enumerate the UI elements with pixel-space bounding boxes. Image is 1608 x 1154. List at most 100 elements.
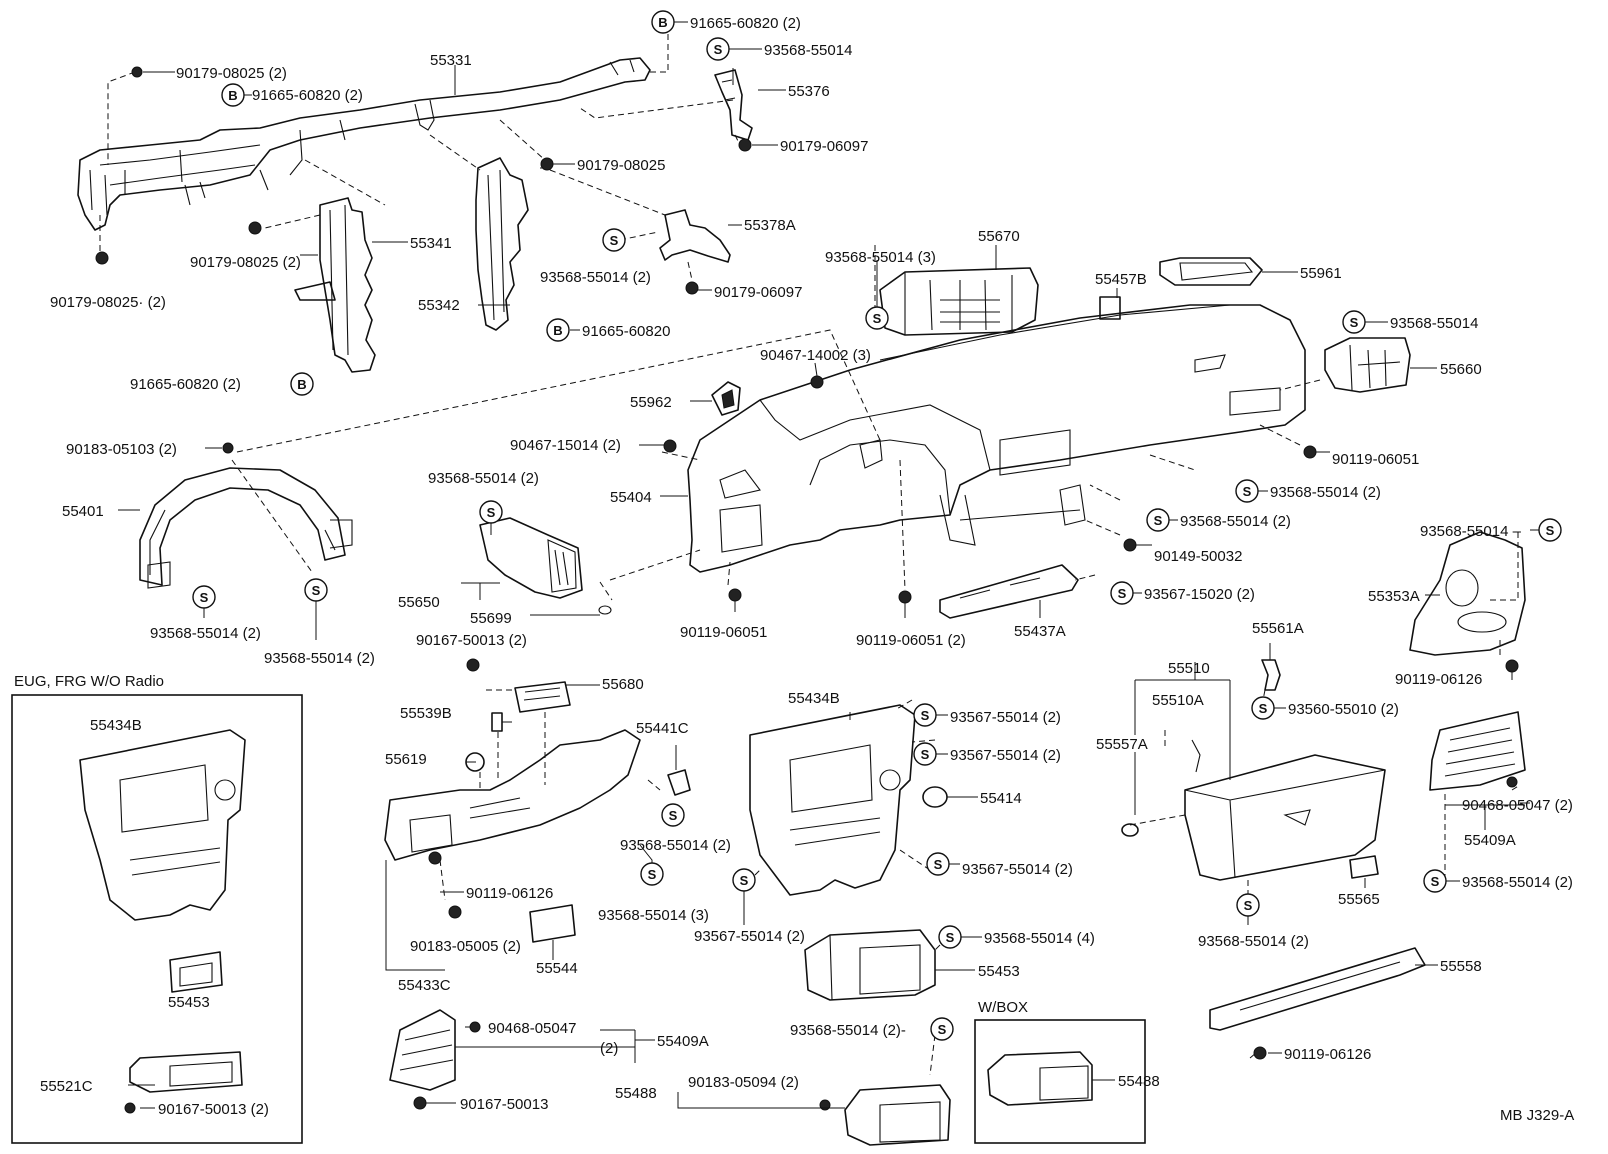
label-55961: 55961 bbox=[1300, 265, 1342, 282]
svg-text:S: S bbox=[938, 1022, 947, 1037]
label-93568-55014: 93568-55014 bbox=[764, 42, 852, 59]
label-93567-55014: 93567-55014 (2) bbox=[694, 928, 805, 945]
svg-text:S: S bbox=[921, 747, 930, 762]
bolt-symbol: B bbox=[221, 83, 245, 107]
symbol-markers: B S B S B B S S S S S S S S S S S S S S … bbox=[192, 10, 1562, 1041]
tray-55961 bbox=[1159, 257, 1263, 286]
label-93568-55014: 93568-55014 (3) bbox=[598, 907, 709, 924]
svg-text:B: B bbox=[297, 377, 306, 392]
label-90179-06097: 90179-06097 bbox=[780, 138, 868, 155]
clip-55539b bbox=[491, 712, 503, 732]
label-90467-15014: 90467-15014 (2) bbox=[510, 437, 621, 454]
label-55437a: 55437A bbox=[1014, 623, 1066, 640]
connection-lines bbox=[99, 21, 1521, 1076]
label-90119-06051: 90119-06051 bbox=[1332, 451, 1419, 468]
label-91665-60820: 91665-60820 (2) bbox=[130, 376, 241, 393]
label-90119-06126: 90119-06126 bbox=[466, 885, 553, 902]
bracket-55376 bbox=[714, 69, 753, 141]
svg-text:S: S bbox=[1244, 898, 1253, 913]
dashboard-55404 bbox=[687, 304, 1306, 573]
screw-symbol: S bbox=[479, 500, 503, 524]
label-90179-08025: 90179-08025 (2) bbox=[176, 65, 287, 82]
pocket-55453 bbox=[804, 929, 936, 1001]
label-91665-60820: 91665-60820 bbox=[582, 323, 670, 340]
svg-text:B: B bbox=[658, 15, 667, 30]
vent-55650 bbox=[479, 517, 612, 615]
screw-symbol: S bbox=[1423, 869, 1447, 893]
screw-symbol: S bbox=[1146, 508, 1170, 532]
label-55353a: 55353A bbox=[1368, 588, 1420, 605]
label-93568-55014: 93568-55014 (2) bbox=[1180, 513, 1291, 530]
label-reference-code: MB J329-A bbox=[1500, 1107, 1574, 1124]
svg-text:S: S bbox=[934, 857, 943, 872]
label-93568-55014: 93568-55014 (2) bbox=[540, 269, 651, 286]
trim-55962 bbox=[711, 381, 741, 416]
label-55453: 55453 bbox=[168, 994, 210, 1011]
label-93568-55014: 93568-55014 (2) bbox=[428, 470, 539, 487]
label-90179-08025: 90179-08025 (2) bbox=[190, 254, 301, 271]
svg-text:S: S bbox=[487, 505, 496, 520]
svg-text:B: B bbox=[553, 323, 562, 338]
card-55544 bbox=[529, 904, 576, 943]
label-55510: 55510 bbox=[1168, 660, 1210, 677]
label-90167-50013: 90167-50013 (2) bbox=[158, 1101, 269, 1118]
vent-55660 bbox=[1324, 337, 1411, 393]
fastener-icons bbox=[95, 66, 1519, 1114]
label-55660: 55660 bbox=[1440, 361, 1482, 378]
bolt-symbol: B bbox=[546, 318, 570, 342]
vent-55670 bbox=[879, 267, 1039, 336]
trim-55409a-right bbox=[1429, 711, 1526, 791]
screw-symbol: S bbox=[913, 703, 937, 727]
screw-symbol: S bbox=[1538, 518, 1562, 542]
label-93568-55014: 93568-55014 (3) bbox=[825, 249, 936, 266]
bar-55437a bbox=[939, 564, 1079, 619]
label-55544: 55544 bbox=[536, 960, 578, 977]
label-90149-50032: 90149-50032 bbox=[1154, 548, 1242, 565]
screw-symbol: S bbox=[640, 862, 664, 886]
svg-text:S: S bbox=[1118, 586, 1127, 601]
label-90183-05094: 90183-05094 (2) bbox=[688, 1074, 799, 1091]
screw-symbol: S bbox=[304, 578, 328, 602]
label-90467-14002: 90467-14002 (3) bbox=[760, 347, 871, 364]
label-55457b: 55457B bbox=[1095, 271, 1147, 288]
label-inset-title: EUG, FRG W/O Radio bbox=[14, 673, 164, 690]
label-93568-55014: 93568-55014 (4) bbox=[984, 930, 1095, 947]
label-55962: 55962 bbox=[630, 394, 672, 411]
screw-symbol: S bbox=[1110, 581, 1134, 605]
reinforcement-55331 bbox=[77, 57, 651, 231]
svg-text:S: S bbox=[1431, 874, 1440, 889]
label-90468-05047: 90468-05047 bbox=[488, 1020, 576, 1037]
label-55510a: 55510A bbox=[1152, 692, 1204, 709]
svg-text:S: S bbox=[1259, 701, 1268, 716]
label-55619: 55619 bbox=[385, 751, 427, 768]
screw-symbol: S bbox=[1235, 479, 1259, 503]
inset-eug-frg bbox=[11, 694, 303, 1144]
label-93568-55014: 93568-55014 – bbox=[1420, 523, 1522, 540]
svg-text:S: S bbox=[610, 233, 619, 248]
screw-symbol: S bbox=[602, 228, 626, 252]
label-55342: 55342 bbox=[418, 297, 460, 314]
label-55488: 55488 bbox=[615, 1085, 657, 1102]
svg-text:B: B bbox=[228, 88, 237, 103]
label-55434b: 55434B bbox=[788, 690, 840, 707]
screw-symbol: S bbox=[706, 37, 730, 61]
screw-symbol: S bbox=[192, 585, 216, 609]
svg-text:S: S bbox=[714, 42, 723, 57]
label-wbox: W/BOX bbox=[978, 999, 1028, 1016]
label-90167-50013: 90167-50013 bbox=[460, 1096, 548, 1113]
screw-symbol: S bbox=[1342, 310, 1366, 334]
label-55680: 55680 bbox=[602, 676, 644, 693]
label-90179-06097: 90179-06097 bbox=[714, 284, 802, 301]
label-55650: 55650 bbox=[398, 594, 440, 611]
label-93568-55014: 93568-55014 (2) bbox=[1198, 933, 1309, 950]
label-91665-60820: 91665-60820 (2) bbox=[690, 15, 801, 32]
svg-text:S: S bbox=[946, 930, 955, 945]
pocket-55488 bbox=[844, 1084, 951, 1146]
label-55404: 55404 bbox=[610, 489, 652, 506]
label-90119-06126: 90119-06126 bbox=[1395, 671, 1482, 688]
label-55341: 55341 bbox=[410, 235, 452, 252]
label-55441c: 55441C bbox=[636, 720, 689, 737]
hood-55401 bbox=[139, 467, 353, 589]
label-93568-55014: 93568-55014 (2) bbox=[620, 837, 731, 854]
